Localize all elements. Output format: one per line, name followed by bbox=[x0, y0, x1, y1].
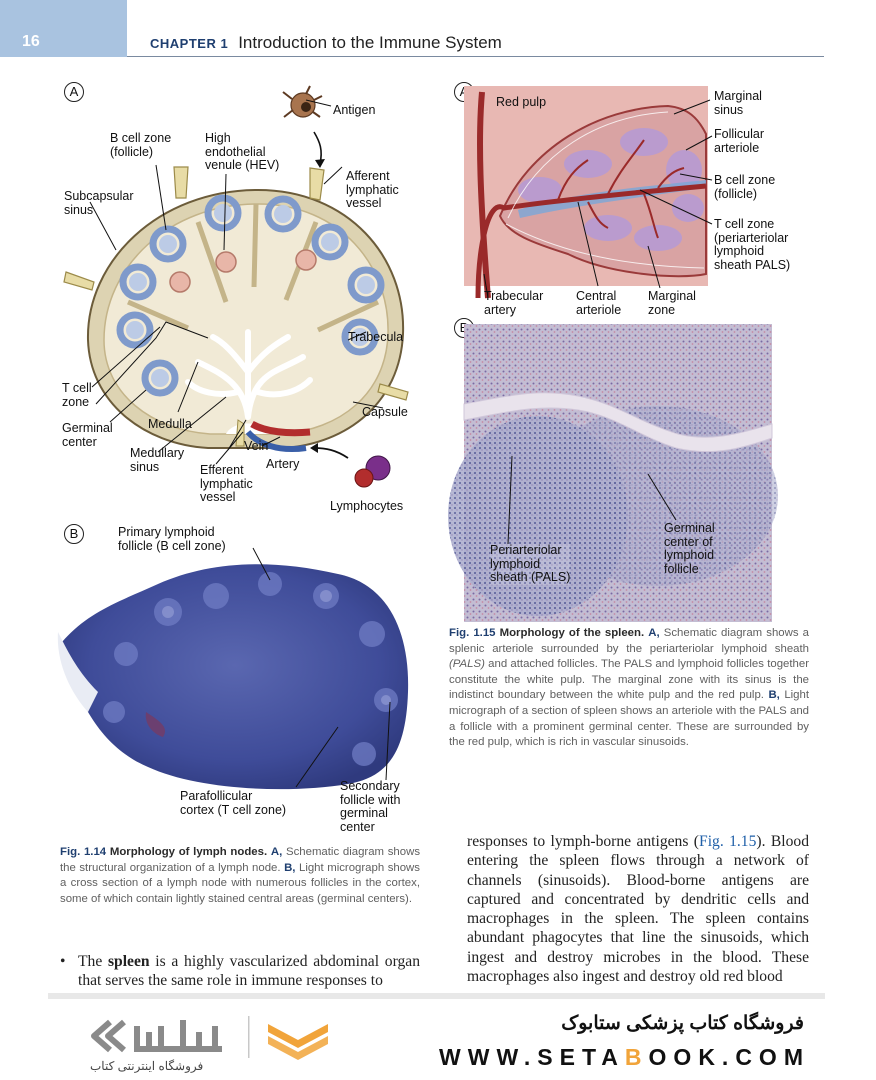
chapter-title: Introduction to the Immune System bbox=[238, 33, 502, 52]
spleen-diagram bbox=[464, 86, 713, 299]
fig15-title: Morphology of the spleen. bbox=[499, 627, 645, 639]
fig14-caption: Fig. 1.14 Morphology of lymph nodes. A, … bbox=[60, 846, 421, 905]
store-title: فروشگاه کتاب پزشکی ستابوک bbox=[561, 1013, 804, 1034]
fig15-caption: Fig. 1.15 Morphology of the spleen. A, S… bbox=[449, 627, 810, 749]
fig14-panel-a: A bbox=[48, 72, 428, 522]
body-left-column: • The spleen is a highly vascularized ab… bbox=[60, 953, 420, 990]
fig14-number: Fig. 1.14 bbox=[60, 846, 107, 858]
page-number: 16 bbox=[22, 33, 40, 50]
label-b-cell-zone: B cell zone(follicle) bbox=[714, 173, 776, 201]
fig15-number: Fig. 1.15 bbox=[449, 627, 496, 639]
logo-subtitle: فروشگاه اینترنتی کتاب bbox=[90, 1059, 204, 1073]
header-color-block bbox=[0, 0, 127, 57]
spleen-micrograph bbox=[448, 324, 778, 622]
running-header: CHAPTER 1 Introduction to the Immune Syst… bbox=[150, 33, 502, 53]
label-vein: Vein bbox=[244, 439, 269, 453]
header-rule bbox=[127, 56, 824, 57]
label-trabecula: Trabecula bbox=[348, 330, 404, 344]
fig15-panel-a: A Red pulp bbox=[448, 78, 828, 328]
fig14-title: Morphology of lymph nodes. bbox=[109, 846, 268, 858]
label-artery: Artery bbox=[266, 457, 300, 471]
footer-band bbox=[48, 993, 825, 999]
lymph-node-diagram bbox=[63, 85, 409, 488]
label-b-cell-zone: B cell zone(follicle) bbox=[110, 131, 172, 159]
bullet: • bbox=[60, 953, 66, 970]
logo-graphic bbox=[91, 1016, 328, 1060]
label-lymphocytes: Lymphocytes bbox=[330, 499, 404, 513]
setabook-logo bbox=[88, 1012, 338, 1062]
label-red-pulp: Red pulp bbox=[496, 95, 547, 109]
label-medulla: Medulla bbox=[148, 417, 192, 431]
store-url[interactable]: WWW.SETABOOK.COM bbox=[439, 1044, 810, 1070]
body-right-column: responses to lymph-borne antigens (Fig. … bbox=[467, 833, 809, 986]
lymph-node-micrograph bbox=[57, 547, 409, 790]
panel-letter-b: B bbox=[64, 524, 84, 544]
panel-letter-a: A bbox=[64, 82, 84, 102]
fig-reference-link[interactable]: Fig. 1.15 bbox=[699, 833, 757, 850]
label-capsule: Capsule bbox=[362, 405, 408, 419]
label-antigen: Antigen bbox=[333, 103, 376, 117]
chapter-label: CHAPTER 1 bbox=[150, 36, 229, 51]
